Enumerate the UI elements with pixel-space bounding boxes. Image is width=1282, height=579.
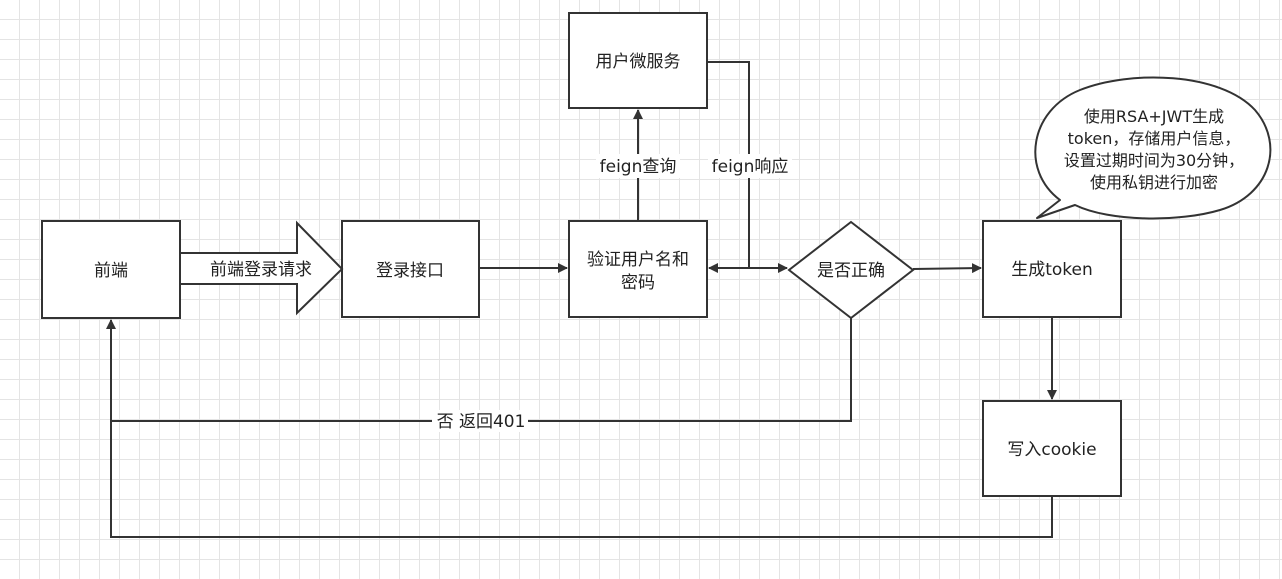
node-user-service: 用户微服务 bbox=[568, 12, 708, 109]
node-write-cookie: 写入cookie bbox=[982, 400, 1122, 497]
edge-login-request: 前端登录请求 bbox=[179, 220, 344, 316]
node-frontend-label: 前端 bbox=[94, 261, 128, 281]
node-verify: 验证用户名和 密码 bbox=[568, 220, 708, 318]
node-gen-token-label: 生成token bbox=[1011, 260, 1093, 280]
node-gen-token: 生成token bbox=[982, 220, 1122, 318]
node-frontend: 前端 bbox=[41, 220, 181, 319]
node-login-api: 登录接口 bbox=[341, 220, 480, 318]
node-login-api-label: 登录接口 bbox=[376, 261, 444, 281]
node-write-cookie-label: 写入cookie bbox=[1007, 440, 1096, 460]
callout-line-3: 设置过期时间为30分钟， bbox=[1064, 151, 1244, 170]
node-is-correct-label: 是否正确 bbox=[817, 261, 885, 281]
callout-token-note: 使用RSA+JWT生成 token，存储用户信息， 设置过期时间为30分钟， 使… bbox=[1034, 76, 1272, 220]
callout-line-1: 使用RSA+JWT生成 bbox=[1084, 107, 1224, 126]
edge-feign-response: feign响应 bbox=[707, 61, 792, 273]
callout-line-2: token，存储用户信息， bbox=[1068, 129, 1241, 148]
edge-return-401-label: 否 返回401 bbox=[437, 412, 526, 432]
edge-feign-response-label: feign响应 bbox=[712, 157, 789, 177]
edge-return-401: 否 返回401 bbox=[111, 318, 852, 432]
node-is-correct: 是否正确 bbox=[787, 220, 915, 320]
edge-login-request-label: 前端登录请求 bbox=[210, 260, 312, 280]
node-verify-label-1: 验证用户名和 bbox=[587, 250, 689, 270]
edge-cookie-to-frontend bbox=[106, 319, 1053, 538]
callout-line-4: 使用私钥进行加密 bbox=[1090, 173, 1218, 192]
node-verify-label-2: 密码 bbox=[621, 273, 655, 293]
edge-decision-to-token bbox=[912, 263, 982, 274]
edge-feign-query-label: feign查询 bbox=[600, 157, 677, 177]
edge-feign-query: feign查询 bbox=[596, 109, 680, 221]
node-user-service-label: 用户微服务 bbox=[596, 52, 681, 72]
